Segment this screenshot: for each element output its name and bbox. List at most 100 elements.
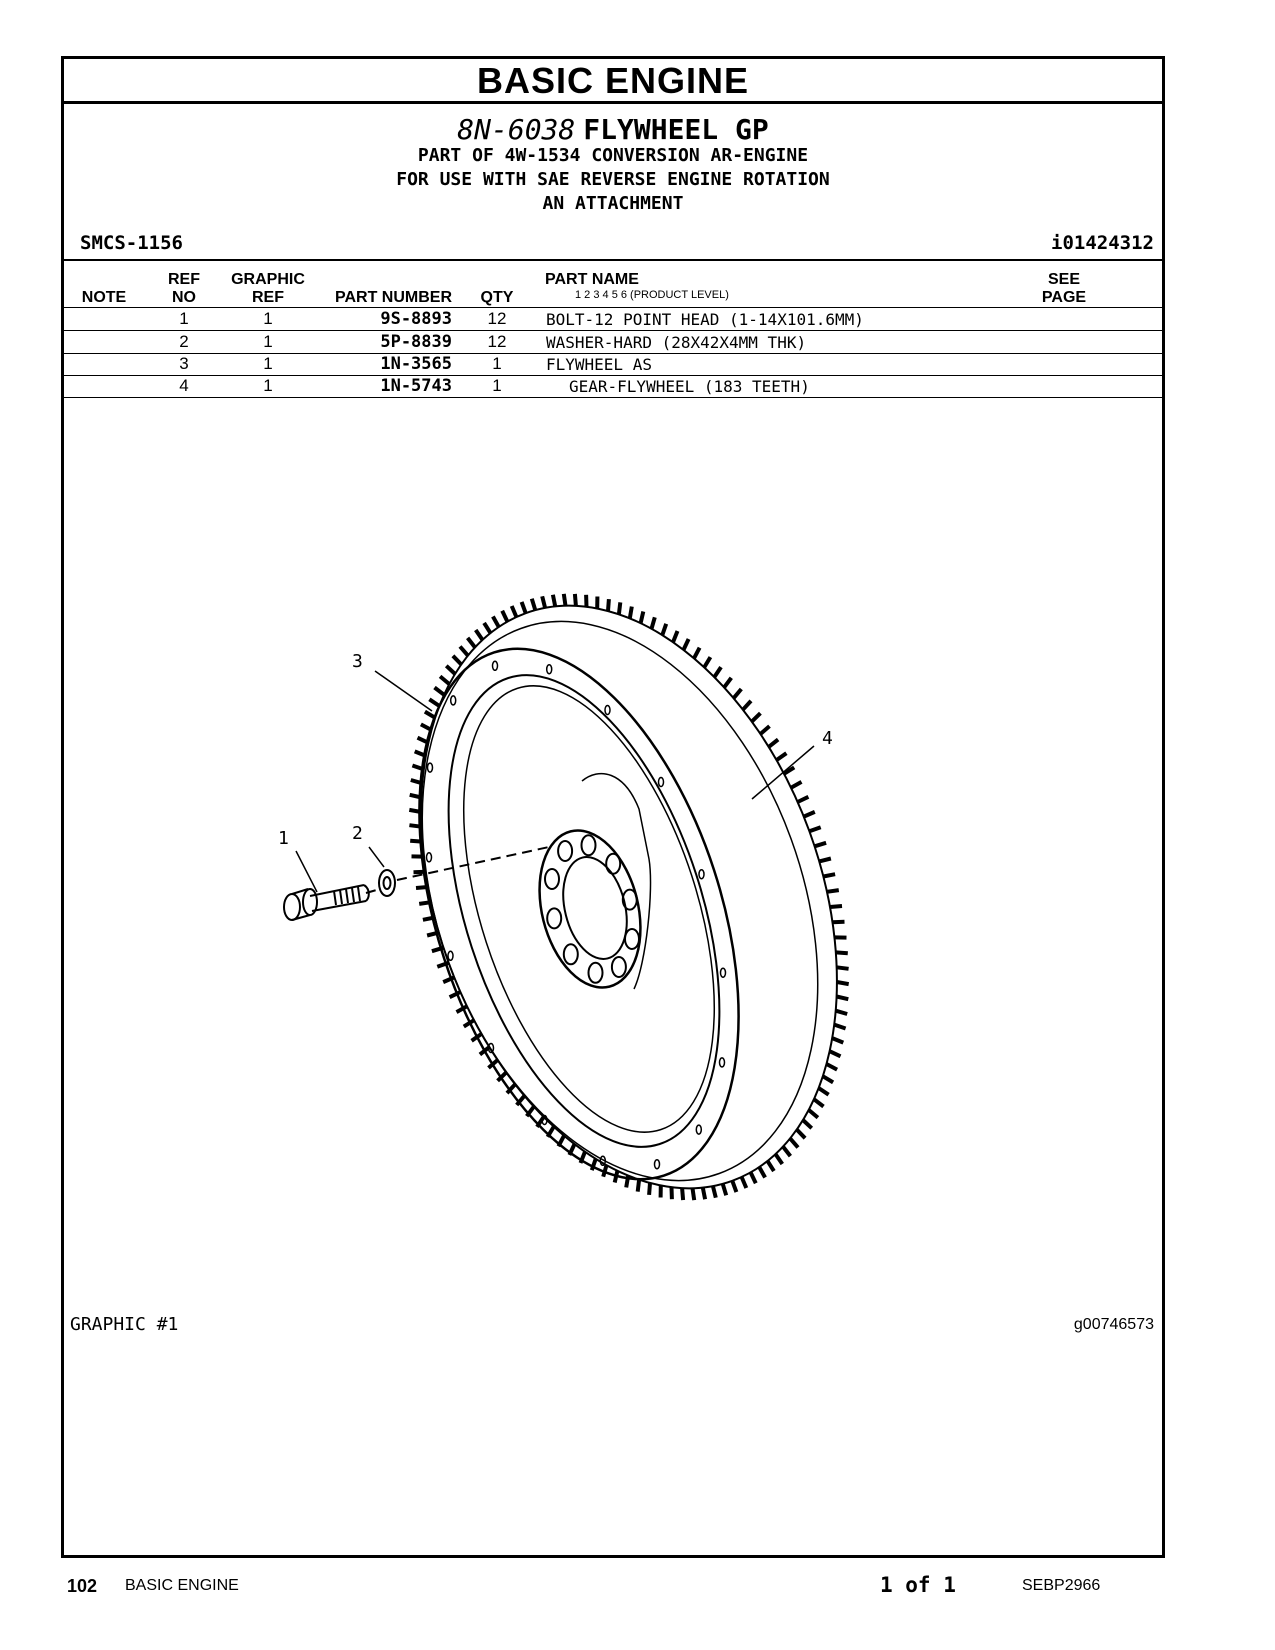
gear-tooth (739, 1176, 749, 1189)
gear-tooth (818, 856, 832, 864)
gear-tooth (455, 1004, 468, 1014)
gear-tooth (821, 1074, 835, 1085)
graphic-ref: 1 (263, 309, 273, 328)
flange-hole (604, 704, 611, 716)
row-rule (64, 375, 1162, 376)
gear-tooth (702, 656, 713, 669)
gear-tooth (833, 1022, 847, 1031)
document-id: i01424312 (1051, 232, 1154, 254)
gear-tooth (442, 975, 455, 984)
gear-tooth (660, 623, 669, 636)
gear-tooth (807, 1108, 820, 1120)
group-subtitle-1: PART OF 4W-1534 CONVERSION AR-ENGINE (417, 145, 809, 166)
graphic-id: g00746573 (1073, 1316, 1154, 1333)
gear-tooth (836, 994, 849, 1002)
header-note: NOTE (81, 289, 127, 306)
gear-tooth (438, 674, 451, 686)
gear-tooth (712, 665, 723, 679)
row-rule (64, 330, 1162, 331)
group-name: FLYWHEEL GP (583, 113, 769, 146)
header-top-rule (64, 259, 1162, 261)
footer-page-of: 1 of 1 (880, 1573, 956, 1597)
gear-tooth (803, 810, 816, 819)
flange-hole (491, 660, 499, 672)
gear-tooth (759, 724, 771, 736)
part-name: GEAR-FLYWHEEL (183 TEETH) (569, 377, 810, 396)
graphic-label: GRAPHIC #1 (70, 1314, 179, 1335)
hub-hole (562, 943, 579, 966)
gear-tooth (722, 676, 733, 689)
gear-tooth (765, 1159, 776, 1173)
hub-hole (580, 834, 597, 857)
gear-tooth (720, 1183, 729, 1196)
qty: 1 (492, 354, 502, 373)
gear-tooth (812, 1097, 825, 1109)
callout-1: 1 (278, 828, 289, 849)
part-number: 5P-8839 (380, 332, 452, 352)
gear-tooth (817, 1086, 830, 1097)
gear-tooth (616, 602, 623, 615)
header-graphic-ref: GRAPHIC REF (231, 271, 305, 306)
part-number: 9S-8893 (380, 309, 452, 329)
gear-tooth (795, 1128, 807, 1140)
part-number: 1N-3565 (380, 354, 452, 374)
part-name: BOLT-12 POINT HEAD (1-14X101.6MM) (546, 310, 864, 329)
qty: 12 (487, 309, 507, 328)
gear-tooth (519, 601, 528, 614)
gear-tooth (515, 1094, 526, 1107)
gear-tooth (589, 1158, 598, 1171)
gear-tooth (606, 598, 611, 612)
gear-tooth (627, 606, 634, 619)
gear-tooth (680, 1187, 686, 1201)
gear-tooth (458, 645, 470, 657)
graphic-ref: 1 (263, 354, 273, 373)
gear-tooth (741, 699, 753, 712)
gear-tooth (782, 765, 796, 776)
gear-tooth (671, 630, 680, 643)
ref-no: 1 (179, 309, 189, 328)
header-product-levels: 1 2 3 4 5 6 (PRODUCT LEVEL) (575, 289, 729, 301)
gear-tooth (826, 888, 840, 894)
gear-tooth (692, 646, 702, 660)
gear-tooth (451, 654, 463, 666)
gear-tooth (529, 598, 538, 611)
gear-tooth (500, 609, 510, 623)
gear-tooth (647, 1182, 652, 1196)
flange-hole (698, 868, 705, 880)
hub-hole (605, 852, 622, 875)
gear-tooth (474, 628, 485, 642)
group-subtitle-2: FOR USE WITH SAE REVERSE ENGINE ROTATION (396, 169, 830, 190)
gear-tooth (482, 621, 493, 635)
graphic-ref: 1 (263, 332, 273, 351)
flange-hole (487, 1042, 495, 1054)
gear-tooth (836, 965, 849, 971)
gear-tooth (767, 737, 780, 749)
gear-tooth (732, 687, 743, 700)
gear-tooth (796, 794, 810, 804)
smcs-code: SMCS-1156 (80, 232, 183, 254)
ref-no: 3 (179, 354, 189, 373)
footer-page-number: 102 (67, 1576, 98, 1596)
section-title: BASIC ENGINE (64, 59, 1162, 104)
flange-hole (718, 1057, 726, 1068)
gear-tooth (757, 1166, 767, 1179)
part-name: WASHER-HARD (28X42X4MM THK) (546, 333, 807, 352)
gear-tooth (828, 1049, 842, 1059)
flange-hole (426, 762, 434, 773)
gear-tooth (496, 1070, 508, 1083)
part-name: FLYWHEEL AS (546, 355, 652, 374)
bolt-shape (283, 884, 370, 921)
qty: 1 (492, 376, 502, 395)
group-subtitle-3: AN ATTACHMENT (542, 193, 684, 214)
gear-tooth (466, 636, 477, 649)
gear-tooth (550, 594, 558, 607)
gear-tooth (448, 990, 462, 1000)
flywheel-exploded-drawing: 1 2 3 4 (278, 593, 850, 1201)
gear-tooth (491, 615, 501, 628)
flange-holes (425, 660, 727, 1170)
callout-2: 2 (352, 823, 363, 844)
gear-tooth (808, 825, 822, 834)
gear-tooth (748, 1171, 758, 1185)
footer-publication: SEBP2966 (1022, 1577, 1101, 1594)
hub-hole (544, 868, 560, 890)
